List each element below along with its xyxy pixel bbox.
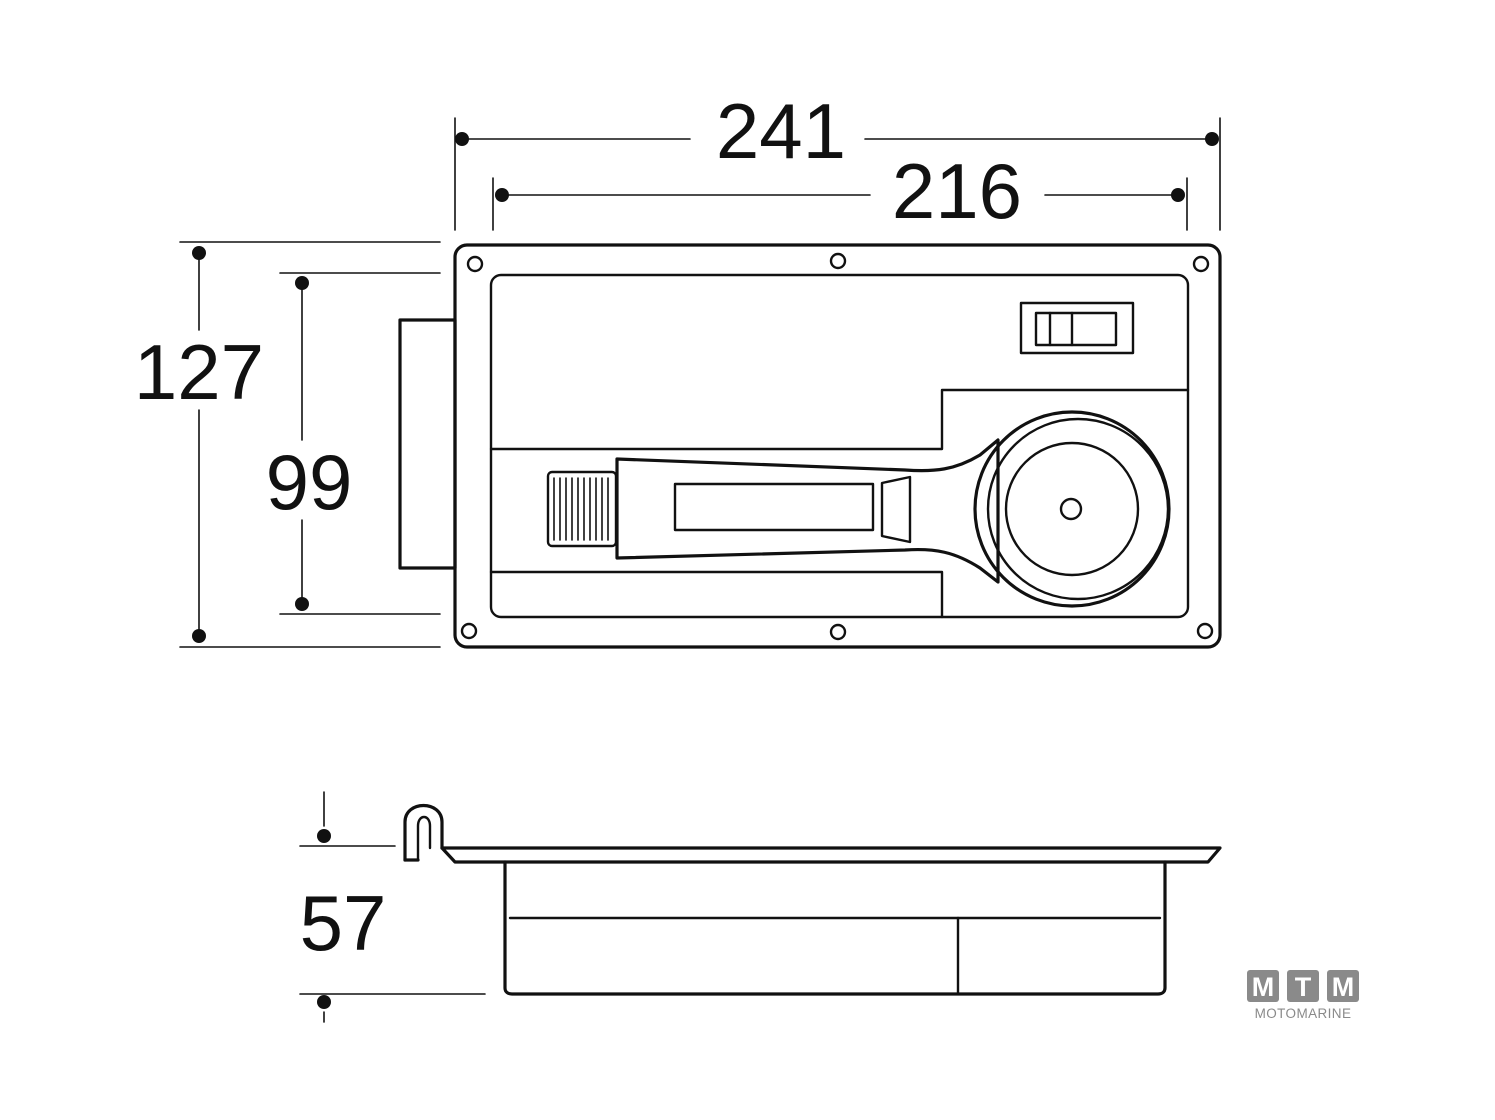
grip-window: [673, 482, 875, 532]
dimension-216: 216: [492, 147, 1188, 235]
dimension-label-127: 127: [134, 328, 264, 416]
logo-letter-m2: M: [1332, 972, 1355, 1002]
screw-holes: [460, 252, 1214, 641]
logo-letter-t: T: [1295, 972, 1312, 1002]
screw-hole: [466, 255, 484, 273]
side-box: [398, 318, 457, 570]
side-body: [503, 860, 1167, 996]
dimension-label-57: 57: [300, 879, 387, 967]
shower-head-center: [1059, 497, 1083, 521]
logo-subtitle: MOTOMARINE: [1255, 1006, 1352, 1021]
thread-ridges: [553, 477, 609, 541]
switch: [1019, 301, 1135, 355]
shower-handset: [546, 410, 1171, 608]
shower-head-face: [1004, 441, 1140, 577]
screw-hole: [1196, 622, 1214, 640]
dimension-241: 241: [454, 87, 1221, 231]
hinge-hook: [403, 804, 444, 862]
handle-neck: [880, 475, 912, 544]
thread-connector: [546, 470, 618, 548]
shower-head-middle: [986, 417, 1170, 601]
screw-hole: [460, 622, 478, 640]
dimension-127: 127: [134, 241, 441, 648]
compartment-lines: [489, 388, 1190, 619]
outer-flange: [453, 243, 1222, 649]
dimension-label-99: 99: [266, 438, 353, 526]
dimension-label-216: 216: [892, 147, 1022, 235]
dimension-99: 99: [266, 272, 441, 615]
side-flange: [440, 846, 1222, 864]
inner-recess: [489, 273, 1190, 619]
side-view: [403, 804, 1222, 996]
screw-hole: [829, 623, 847, 641]
screw-hole: [829, 252, 847, 270]
dimension-label-241: 241: [716, 87, 846, 175]
top-view: [398, 243, 1222, 649]
motomarine-logo: M T M MOTOMARINE: [1247, 970, 1359, 1021]
dimension-57: 57: [299, 791, 486, 1023]
screw-hole: [1192, 255, 1210, 273]
logo-letter-m1: M: [1252, 972, 1275, 1002]
shower-head-outer: [973, 410, 1171, 608]
handle-body: [615, 438, 1000, 584]
